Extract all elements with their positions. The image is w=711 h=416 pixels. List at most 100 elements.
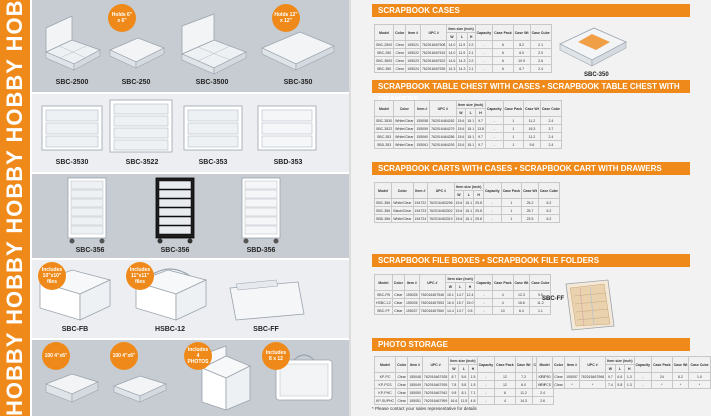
th-l: L (465, 108, 477, 117)
table-cell: 11.2 (514, 388, 533, 397)
page-gutter (349, 0, 351, 416)
table-cell: 762016464293 (429, 140, 457, 149)
table-cell: SBD-353 (373, 140, 395, 149)
table-cell: 6.2 (537, 214, 561, 223)
caption-right-sbc-ff: SBC-FF (542, 296, 564, 302)
table-cell: 0.5 (464, 306, 476, 315)
th-case-pack: Case Pack (494, 356, 516, 373)
th-upc: UPC # (427, 182, 455, 199)
th-color: Color (552, 356, 566, 373)
caption-sbc-353: SBC-353 (198, 159, 228, 166)
table-cell: 5.8 (614, 380, 626, 389)
table-cell: 155021 (405, 40, 421, 49)
table-cell: 2.6 (529, 56, 552, 65)
table-cell: Clear (393, 40, 407, 49)
th-w: W (444, 282, 456, 291)
table-cell: Clear (393, 48, 407, 57)
th-item-size: Item size (inch) (446, 24, 476, 33)
table-cell: SBC-250 (373, 48, 395, 57)
badge-includes-8x12: Includes 8 x 12 (262, 342, 290, 370)
table-cell: 1.1 (529, 306, 552, 315)
table-cell: 15.6 (453, 214, 465, 223)
table-cell: - (474, 40, 494, 49)
table-cell: 14.0 (446, 48, 458, 57)
table-cell: White/Clear (393, 140, 416, 149)
th-upc: UPC # (418, 274, 446, 291)
th-upc: UPC # (578, 356, 607, 373)
table-cell: 11.5 (458, 396, 470, 405)
table-cell: - (482, 198, 502, 207)
section-header-scrapbook-cases: SCRAPBOOK CASES (372, 4, 690, 17)
th-item-size: Item size (inch) (605, 356, 635, 365)
caption-sbc-ff: SBC-FF (253, 326, 279, 333)
table-cell: 9.7 (475, 132, 486, 141)
table-cell: 25.7 (521, 206, 539, 215)
table-cell: 762016467515 (419, 48, 448, 57)
th-case-cube: Case Cube (688, 356, 711, 373)
table-cell: White/Clear (391, 198, 414, 207)
table-cell: White/Clear (393, 116, 416, 125)
table-cell: - (482, 214, 502, 223)
table-cell: 6.0 (514, 380, 533, 389)
table-cell: 762016467553 (418, 298, 446, 307)
table-cell: 762016467539 (419, 64, 448, 73)
table-cell: 2.4 (539, 132, 562, 141)
th-color: Color (393, 24, 407, 41)
th-case-wt: Case Wt (671, 356, 690, 373)
th-w: W (453, 190, 465, 199)
table-cell: 8.7 (448, 372, 460, 381)
table-cell: 155061 (414, 140, 431, 149)
table-cell: SBC-3530 (373, 116, 395, 125)
table-cell: KP-PC (373, 372, 397, 381)
product-image-sbc-3530 (41, 105, 103, 151)
table-cell: 6.2 (537, 206, 561, 215)
table-cell: 15.1 (444, 290, 456, 299)
table-cell: 4.8 (468, 396, 478, 405)
caption-sbc-350: SBC-350 (283, 79, 313, 86)
th-case-pack: Case Pack (492, 24, 514, 41)
table-cell: - (476, 372, 496, 381)
table-cell: 9.7 (475, 140, 486, 149)
th-capacity: Capacity (484, 100, 504, 117)
th-model: Model (373, 100, 395, 117)
table-cell: 762016467966 (578, 372, 607, 381)
table-cell: 762016467546 (418, 290, 446, 299)
table-cell: 1.5 (468, 380, 478, 389)
table-cell: 762016467508 (419, 40, 448, 49)
table-cell: 25.8 (473, 214, 484, 223)
table-cell: SBC-FF (374, 306, 393, 315)
section-header-photo-storage: PHOTO STORAGE (372, 338, 690, 351)
table-cell: 7.8 (448, 380, 460, 389)
table-cell: 155025 (403, 290, 420, 299)
th-item-size: Item size (inch) (448, 356, 478, 365)
table-cell: 14.3 (446, 64, 458, 73)
th-l: L (454, 282, 466, 291)
table-cell: 16.0 (444, 298, 456, 307)
th-model: Model (373, 356, 397, 373)
table-cell: 25.2 (521, 198, 539, 207)
table-cell: 1 (500, 198, 523, 207)
table-cell: 1 (502, 116, 525, 125)
th-h: H (466, 32, 476, 41)
th-h: H (475, 108, 486, 117)
product-image-sbc-353 (183, 105, 243, 151)
table-cell: 1.3 (624, 372, 635, 381)
table-cell: 16.6 (512, 298, 531, 307)
th-item-size: Item size (inch) (455, 100, 486, 109)
table-cell: 2.1 (466, 48, 476, 57)
table-cell: 762016467560 (418, 306, 446, 315)
th-h: H (473, 190, 484, 199)
table-cell: 16.3 (523, 124, 541, 133)
table-cell: - (484, 132, 504, 141)
hobby-spine: HOBBY HOBBY HOBBY HOBBY HOBBY HOBBY (0, 0, 30, 416)
caption-sbc-356-white: SBC-356 (75, 247, 105, 254)
table-cell: White/Clear (393, 124, 416, 133)
